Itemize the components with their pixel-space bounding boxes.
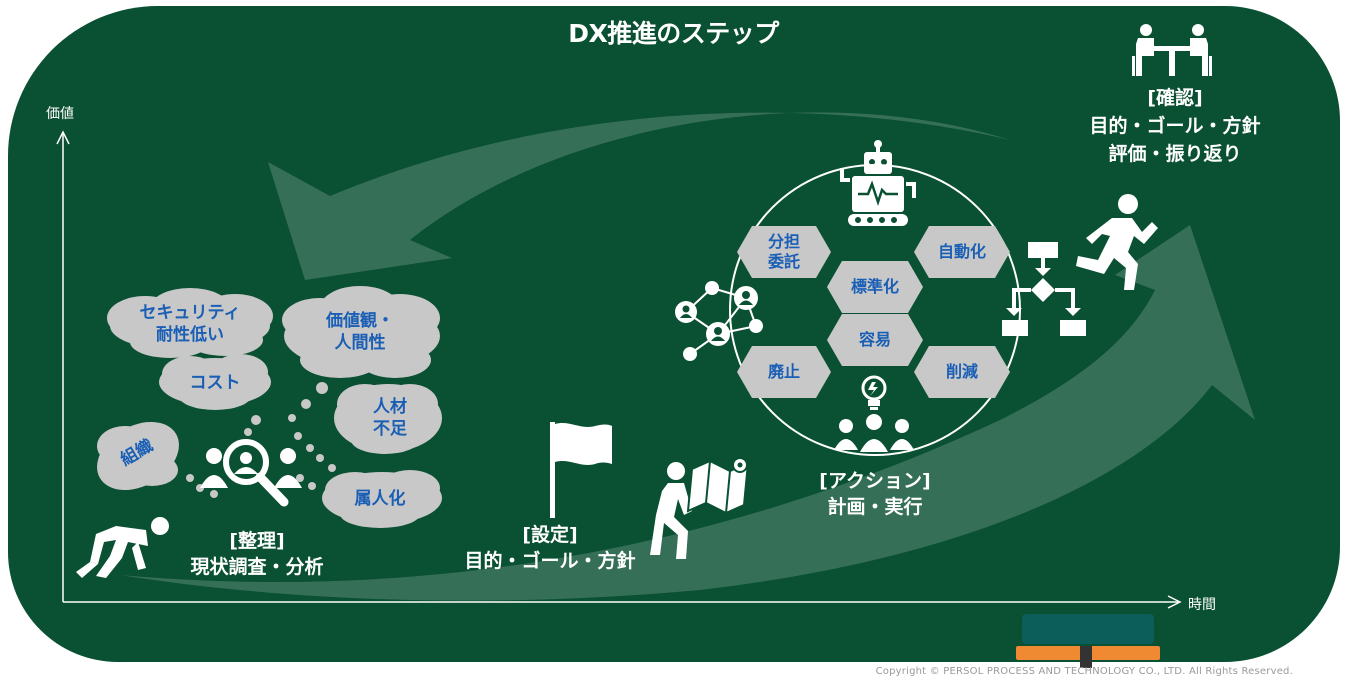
return-arrow <box>268 112 1010 280</box>
hex-easy-label: 容易 <box>858 330 891 349</box>
action-tag: [アクション] <box>819 470 931 492</box>
hex-abolish <box>737 346 831 398</box>
hex-standardize-label: 標準化 <box>850 277 899 296</box>
runner-icon <box>1076 194 1158 290</box>
confirm-step: [確認] 目的・ゴール・方針 評価・振り返り <box>1080 84 1270 168</box>
action-step: [アクション] 計画・実行 <box>800 468 950 520</box>
flowchart-icon <box>1002 242 1086 336</box>
team-idea-icon <box>834 375 914 452</box>
hex-standardize <box>827 261 923 313</box>
organize-tag: [整理] <box>229 530 285 552</box>
hex-delegate-label: 分担委託 <box>767 232 800 271</box>
cloud-person-label: 属人化 <box>354 489 406 509</box>
hex-reduce-label: 削減 <box>945 362 978 381</box>
confirm-tag: [確認] <box>1147 87 1203 109</box>
y-axis-label: 価値 <box>46 106 74 122</box>
hex-easy <box>827 314 923 366</box>
analysis-icon <box>200 439 302 507</box>
hex-delegate <box>737 226 831 278</box>
cloud-cost-label: コスト <box>189 373 241 393</box>
organize-text: 現状調査・分析 <box>190 556 324 578</box>
network-icon <box>675 281 763 361</box>
starting-runner-icon <box>76 517 169 578</box>
cloud-person <box>322 470 442 528</box>
set-step: [設定] 目的・ゴール・方針 <box>460 522 640 574</box>
hiker-map-icon <box>650 457 750 559</box>
robot-icon <box>840 140 916 226</box>
cloud-talent-label: 人材不足 <box>373 397 407 439</box>
confirm-line1: 目的・ゴール・方針 <box>1089 115 1261 137</box>
cloud-values-label: 価値観・人間性 <box>326 311 394 353</box>
hex-reduce <box>914 346 1010 398</box>
cloud-security-label: セキュリティ耐性低い <box>139 303 241 345</box>
hex-automate <box>914 226 1010 278</box>
organize-step: [整理] 現状調査・分析 <box>172 528 342 580</box>
set-tag: [設定] <box>522 524 578 546</box>
hex-abolish-label: 廃止 <box>767 362 800 381</box>
page-title: DX推進のステップ <box>568 19 779 48</box>
cloud-org <box>97 421 179 491</box>
cloud-values <box>282 286 440 378</box>
x-axis-label: 時間 <box>1188 597 1216 613</box>
cloud-security <box>107 288 273 358</box>
growth-arrow <box>120 225 1255 601</box>
action-text: 計画・実行 <box>827 496 923 518</box>
hex-automate-label: 自動化 <box>937 242 986 261</box>
set-text: 目的・ゴール・方針 <box>464 550 636 572</box>
cloud-cost <box>159 354 271 410</box>
meeting-icon <box>1132 24 1212 76</box>
copyright-text: Copyright © PERSOL PROCESS AND TECHNOLOG… <box>875 666 1293 677</box>
flag-icon <box>550 422 612 518</box>
cloud-talent <box>334 384 442 454</box>
books-decoration <box>1016 614 1160 668</box>
confirm-line2: 評価・振り返り <box>1108 143 1242 165</box>
